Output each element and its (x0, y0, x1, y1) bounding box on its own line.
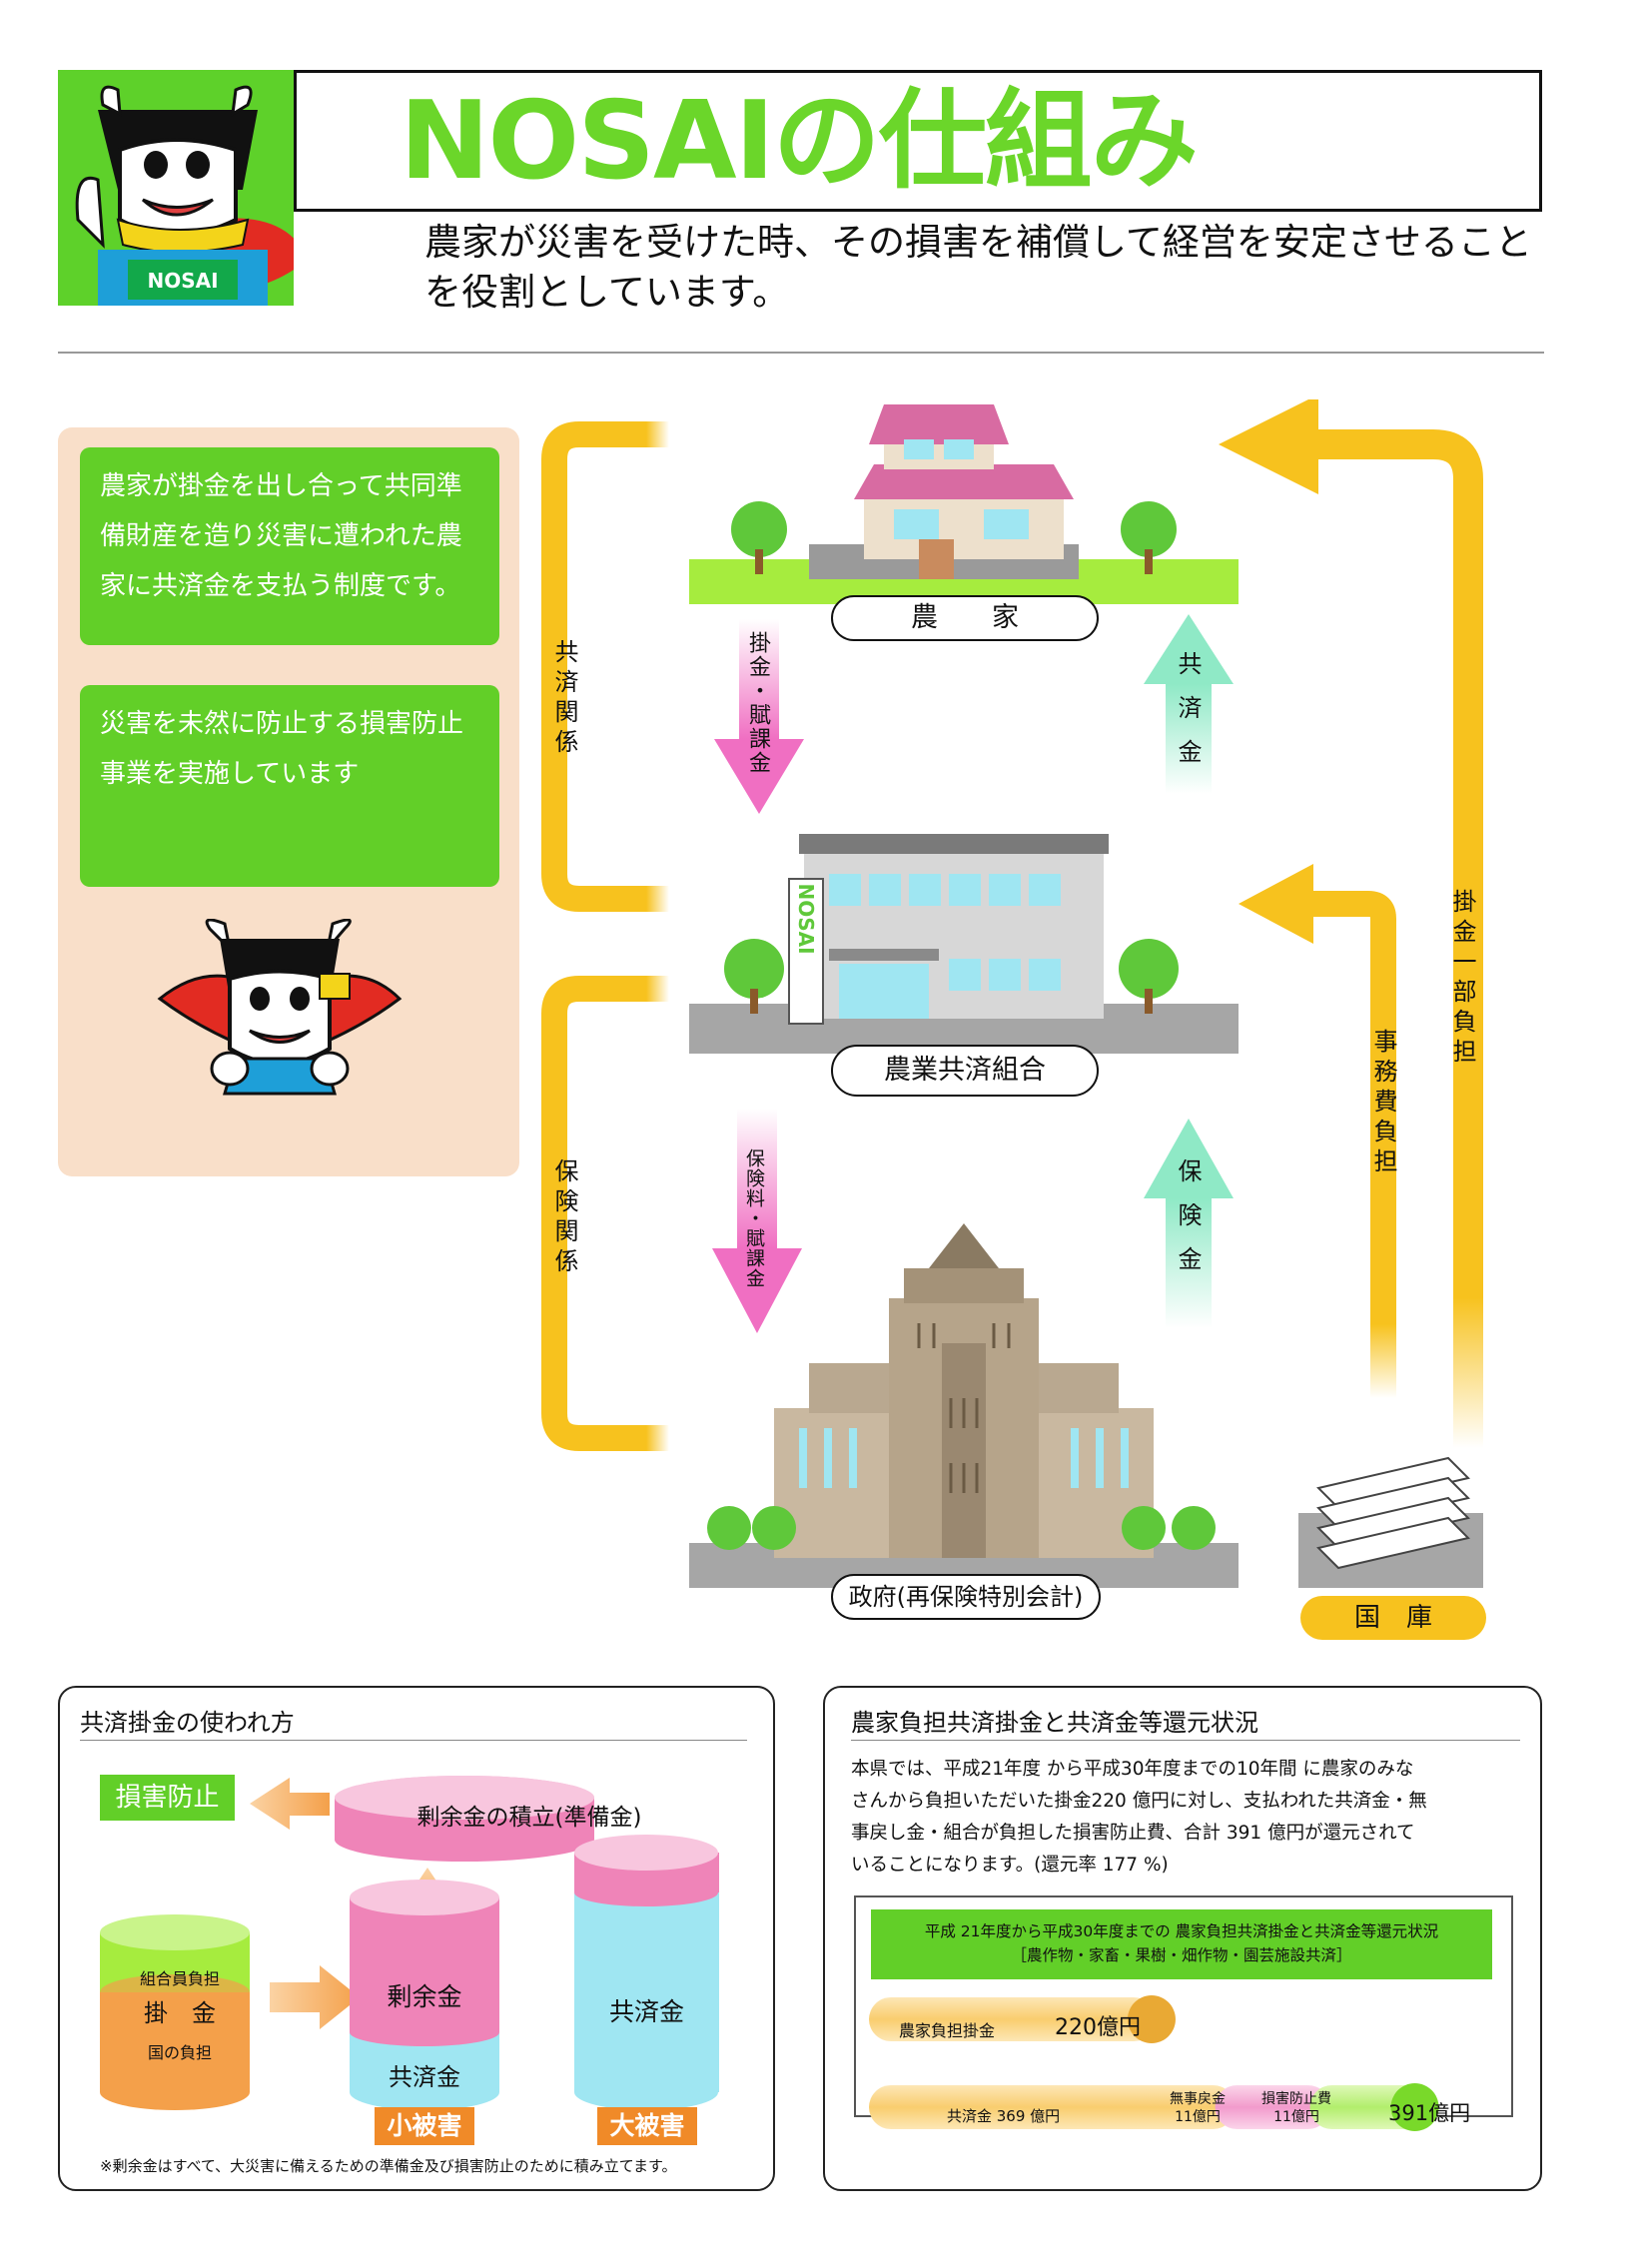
return-bars (869, 1995, 1439, 2131)
hokenryo-arrow (712, 1109, 802, 1333)
bar1-unit: 億円 (1097, 2015, 1142, 2040)
government-building-illustration (689, 1223, 1239, 1588)
union-building-illustration: NOSAI (689, 834, 1239, 1054)
bar2-value: 391億円 (1388, 2097, 1470, 2127)
songai-boshi-label: 損害防止 (100, 1775, 235, 1821)
svg-text:NOSAI: NOSAI (147, 269, 218, 293)
jouyokin-tsumitate-label: 剰余金の積立(準備金) (416, 1805, 642, 1831)
return-chart-banner: 平成 21年度から平成30年度までの 農家負担共済掛金と共済金等還元状況 ［農作… (871, 1909, 1492, 1979)
bar2-buji-modoshi: 無事戻金 11億円 (1154, 2090, 1241, 2126)
subtitle-line-1: 農家が災害を受けた時、その損害を補償して経営を安定させること (424, 221, 1532, 264)
bar2-number: 391 (1388, 2101, 1429, 2125)
banner-line-1: 平成 21年度から平成30年度までの 農家負担共済掛金と共済金等還元状況 (924, 1922, 1439, 1940)
bar2-label: 共済金 369 億円 (947, 2107, 1061, 2125)
bar1-value: 220億円 (1055, 2009, 1141, 2041)
kyosai-relation-label: 共済関係 (550, 639, 578, 759)
bar2-songai-boshi: 損害防止費 11億円 (1246, 2090, 1346, 2126)
buji-modoshi-label: 無事戻金 (1170, 2091, 1226, 2107)
prevention-description-box: 災害を未然に防止する損害防止 事業を実施しています (80, 685, 499, 887)
return-card-title: 農家負担共済掛金と共済金等還元状況 (851, 1709, 1258, 1737)
treasury-arrows (1219, 399, 1483, 1448)
mascot-logo: NOSAI (58, 70, 308, 306)
divider (58, 352, 1544, 354)
farmhouse-label: 農 家 (831, 595, 1099, 641)
banner-line-2: ［農作物・家畜・果樹・畑作物・園芸施設共済］ (1011, 1946, 1352, 1964)
bar2-kyosaikin-segment (869, 2085, 1236, 2129)
bar1-label: 農家負担掛金 (899, 2021, 996, 2040)
kyosaikin-arrow (1144, 614, 1234, 794)
songai-boshi-bar-label: 損害防止費 (1261, 2091, 1331, 2107)
buji-modoshi-value: 11億円 (1175, 2109, 1221, 2125)
svg-text:NOSAI: NOSAI (794, 883, 818, 954)
jouyokin-label: 剰余金 (387, 1982, 462, 2011)
kumiai-futan-label: 組合員負担 (139, 1969, 220, 1988)
usage-card-rule (80, 1740, 747, 1741)
bar1-fill (869, 1997, 1156, 2041)
system-description-line: 農家が掛金を出し合って共同準 (100, 471, 462, 501)
kakekin-arrow (714, 619, 804, 814)
relation-brackets (541, 421, 669, 1451)
hokenryo-label: 保険料・賦課金 (743, 1148, 765, 1288)
kakekin-label: 掛金・賦課金 (745, 631, 770, 775)
kakekin-ichibu-label: 掛金一部負担 (1448, 889, 1476, 1069)
dai-higai-label: 大被害 (597, 2107, 697, 2145)
farmhouse-illustration (689, 404, 1239, 604)
bar2-end-cap (1390, 2083, 1439, 2131)
treasury-label: 国 庫 (1300, 1596, 1486, 1640)
bar1-number: 220 (1055, 2015, 1097, 2040)
flying-cow-mascot-icon (157, 919, 403, 1096)
title-box (294, 70, 1542, 212)
government-label: 政府(再保険特別会計) (831, 1574, 1101, 1620)
kakekin-cylinder-label: 掛 金 (144, 1999, 216, 2027)
page-subtitle: 農家が災害を受けた時、その損害を補償して経営を安定させること を役割としています… (424, 218, 1553, 318)
return-body-line: 本県では、平成21年度 から平成30年度までの10年間 に農家のみな (851, 1759, 1414, 1780)
return-body-line: さんから負担いただいた掛金220 億円に対し、支払われた共済金・無 (851, 1791, 1427, 1812)
return-body-line: 事戻し金・組合が負担した損害防止費、合計 391 億円が還元されて (851, 1823, 1415, 1844)
cow-mascot-icon: NOSAI (75, 85, 308, 306)
hokenkin-arrow (1144, 1119, 1234, 1328)
treasury-illustration (1298, 1456, 1483, 1588)
return-card-rule (851, 1740, 1520, 1741)
songai-boshi-bar-value: 11億円 (1273, 2109, 1319, 2125)
kyosaikin-small-label: 共済金 (389, 2063, 460, 2091)
union-label: 農業共済組合 (831, 1045, 1099, 1097)
page-title: NOSAIの仕組み (400, 79, 1199, 204)
usage-diagram (100, 1776, 719, 2110)
jimuhi-label: 事務費負担 (1369, 1029, 1397, 1178)
bar2-unit: 億円 (1428, 2101, 1471, 2125)
return-body-line: いることになります。(還元率 177 %) (851, 1855, 1169, 1876)
subtitle-line-2: を役割としています。 (424, 271, 790, 314)
kyosaikin-label: 共済金 (1174, 651, 1202, 783)
prevention-description-line: 災害を未然に防止する損害防止 (100, 709, 464, 739)
usage-card-title: 共済掛金の使われ方 (80, 1709, 295, 1737)
bar1-end-cap (1127, 1995, 1176, 2043)
prevention-description-line: 事業を実施しています (100, 759, 360, 789)
usage-footnote: ※剰余金はすべて、大災害に備えるための準備金及び損害防止のために積み立てます。 (100, 2157, 677, 2175)
hoken-relation-label: 保険関係 (550, 1158, 578, 1278)
hokenkin-label: 保険金 (1174, 1158, 1202, 1290)
bar2-buji-modoshi-segment (1215, 2085, 1330, 2129)
system-description-line: 家に共済金を支払う制度です。 (100, 571, 461, 601)
kyosaikin-large-label: 共済金 (608, 1997, 684, 2026)
system-description-box: 農家が掛金を出し合って共同準 備財産を造り災害に遭われた農 家に共済金を支払う制… (80, 447, 499, 645)
kuni-futan-label: 国の負担 (147, 2043, 212, 2062)
shou-higai-label: 小被害 (375, 2107, 474, 2145)
return-card-body: 本県では、平成21年度 から平成30年度までの10年間 に農家のみな さんから負… (851, 1754, 1530, 1882)
system-description-line: 備財産を造り災害に遭われた農 (100, 521, 462, 551)
